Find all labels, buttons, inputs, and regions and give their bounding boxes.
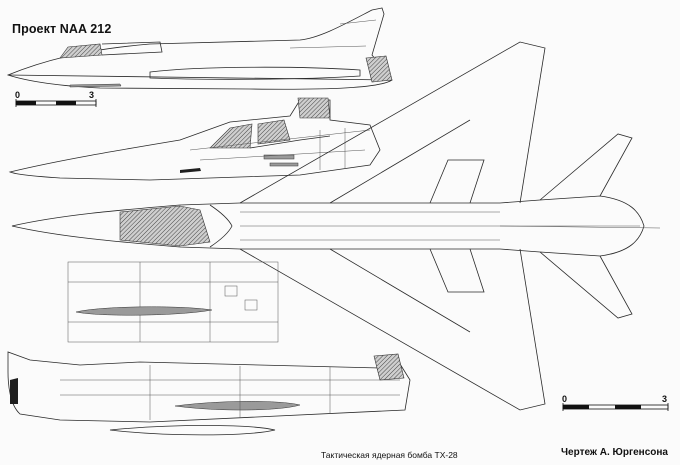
- side-view-large: [8, 97, 381, 181]
- drawing-credit: Чертеж А. Юргенсона: [561, 447, 668, 458]
- scale-2-zero-label: 0: [562, 394, 568, 404]
- side-view-small: [6, 7, 393, 90]
- scale-1-max-label: 3: [89, 90, 95, 100]
- bomb-caption: Тактическая ядерная бомба TX-28: [321, 450, 458, 460]
- weapon-bay-detail: [67, 261, 279, 343]
- scale-bar-2: [562, 403, 669, 411]
- lower-side-view: [7, 351, 411, 436]
- drawing-title: Проект NAA 212: [12, 22, 112, 36]
- scale-bar-1: [15, 99, 97, 107]
- top-view-planform: [11, 41, 661, 411]
- scale-2-max-label: 3: [662, 394, 668, 404]
- scale-1-zero-label: 0: [15, 90, 21, 100]
